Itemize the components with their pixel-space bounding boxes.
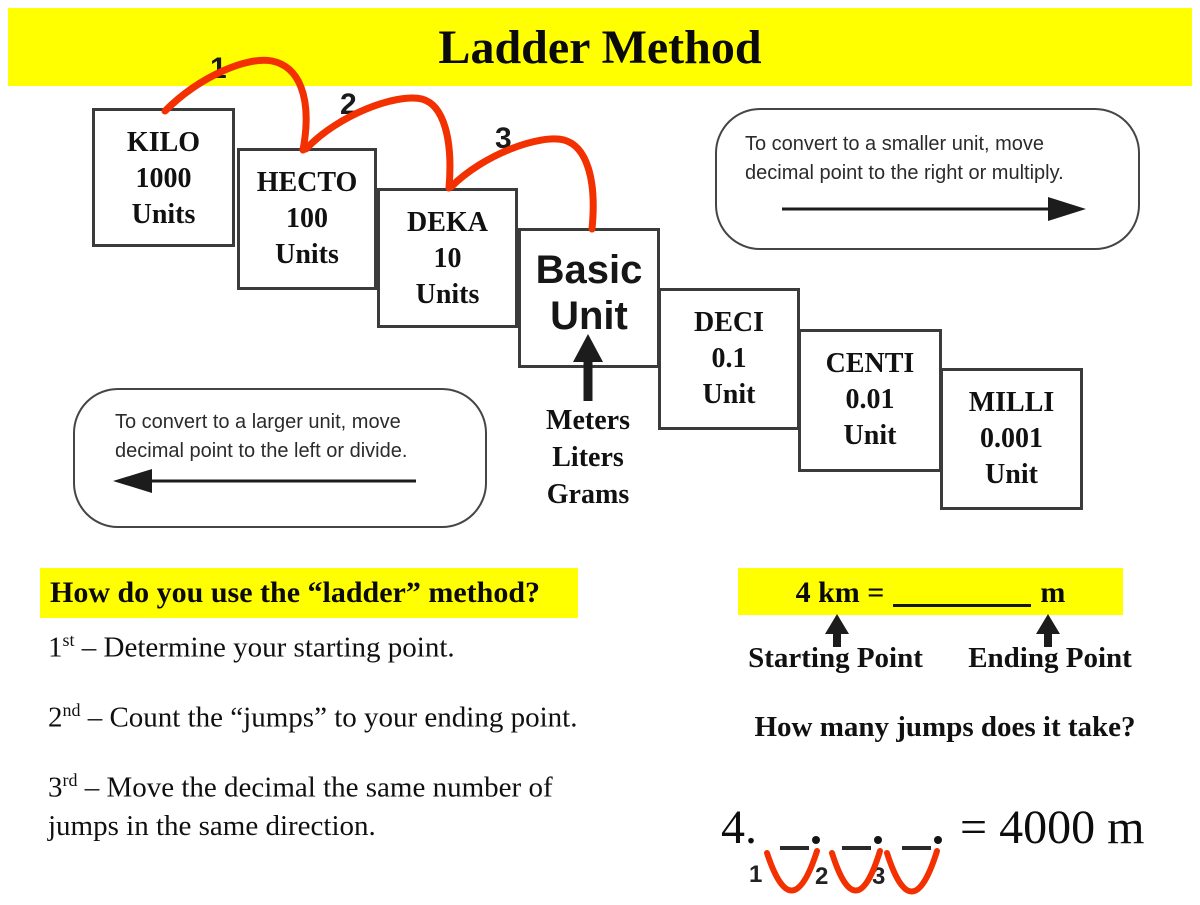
decimal-point-dot	[812, 836, 820, 844]
step3-text: – Move the decimal the same number of	[77, 771, 553, 804]
howto-heading: How do you use the “ladder” method?	[50, 576, 541, 609]
box-unit: Unit	[985, 459, 1038, 490]
problem-bar: 4 km = m	[738, 568, 1123, 615]
box-unit: Unit	[550, 294, 628, 338]
box-value: 0.01	[845, 384, 895, 415]
box-name: MILLI	[968, 387, 1055, 418]
work-result: = 4000 m	[960, 801, 1145, 854]
work-jump-arc-3	[884, 848, 940, 895]
ladder-box-milli: MILLI 0.001 Unit	[940, 368, 1083, 510]
box-value: 0.1	[711, 343, 747, 374]
work-start: 4.	[721, 801, 757, 854]
ladder-box-hecto: HECTO 100 Units	[237, 148, 377, 290]
box-value: 100	[286, 203, 328, 234]
decimal-slot-3	[902, 826, 942, 852]
jump-label-3: 3	[495, 122, 512, 155]
work-jump-3: 3	[872, 863, 886, 890]
work-jump-2: 2	[815, 863, 829, 890]
step1-suffix: st	[62, 630, 75, 650]
larger-callout-line1: To convert to a larger unit, move	[115, 411, 401, 433]
problem-lhs: 4 km =	[795, 576, 885, 609]
answer-blank	[893, 603, 1032, 607]
slot-dash	[842, 846, 871, 850]
decimal-slot-1	[780, 826, 820, 852]
box-name: DEKA	[407, 207, 488, 238]
box-unit: Unit	[702, 379, 756, 410]
title-banner: Ladder Method	[8, 8, 1192, 86]
smaller-unit-callout: To convert to a smaller unit, move decim…	[715, 108, 1140, 250]
slot-dash	[902, 846, 931, 850]
slot-dash	[780, 846, 809, 850]
box-name: KILO	[126, 127, 201, 158]
howto-step-3: 3rd – Move the decimal the same number o…	[48, 770, 553, 805]
ladder-box-deka: DEKA 10 Units	[377, 188, 518, 328]
page-title: Ladder Method	[438, 20, 762, 74]
starting-point-label: Starting Point	[748, 642, 923, 674]
problem-unit: m	[1040, 576, 1066, 609]
howto-heading-bar: How do you use the “ladder” method?	[40, 568, 578, 618]
box-unit: Unit	[843, 420, 897, 451]
ladder-box-deci: DECI 0.1 Unit	[658, 288, 800, 430]
box-unit: Units	[131, 199, 196, 230]
howto-step-1: 1st – Determine your starting point.	[48, 630, 455, 665]
step2-ordinal: 2	[48, 701, 63, 734]
box-value: 10	[433, 243, 462, 274]
decimal-point-dot	[874, 836, 882, 844]
example-liters: Liters	[552, 442, 624, 473]
work-jump-arc-1	[764, 848, 820, 894]
step3-suffix: rd	[62, 770, 78, 790]
box-value: 1000	[135, 163, 192, 194]
smaller-callout-line2: decimal point to the right or multiply.	[745, 162, 1064, 184]
box-value: 0.001	[980, 423, 1043, 454]
larger-callout-line2: decimal point to the left or divide.	[115, 440, 408, 462]
work-jump-1: 1	[749, 861, 763, 888]
jump-label-1: 1	[210, 52, 227, 85]
step3-ordinal: 3	[48, 771, 63, 804]
jump-label-2: 2	[340, 88, 357, 121]
ladder-box-kilo: KILO 1000 Units	[92, 108, 235, 247]
box-unit: Units	[275, 239, 339, 270]
decimal-point-dot	[934, 836, 942, 844]
step2-text: – Count the “jumps” to your ending point…	[80, 701, 578, 734]
box-name: CENTI	[825, 348, 915, 379]
decimal-slot-2	[842, 826, 882, 852]
basic-unit-examples: Meters Liters Grams	[518, 402, 658, 513]
ending-point-label: Ending Point	[968, 642, 1132, 674]
jumps-question: How many jumps does it take?	[754, 711, 1136, 743]
box-name: DECI	[693, 307, 764, 338]
box-unit: Units	[415, 279, 480, 310]
howto-step-3-cont: jumps in the same direction.	[48, 810, 376, 842]
smaller-callout-line1: To convert to a smaller unit, move	[745, 133, 1045, 155]
ladder-box-basic-unit: Basic Unit	[518, 228, 660, 368]
box-name: Basic	[535, 248, 643, 292]
example-meters: Meters	[546, 405, 630, 436]
step1-text: – Determine your starting point.	[74, 631, 455, 664]
step1-ordinal: 1	[48, 631, 63, 664]
larger-unit-callout: To convert to a larger unit, move decima…	[73, 388, 487, 528]
box-name: HECTO	[256, 167, 358, 198]
step2-suffix: nd	[62, 700, 81, 720]
howto-step-2: 2nd – Count the “jumps” to your ending p…	[48, 700, 577, 735]
example-grams: Grams	[546, 479, 630, 510]
ladder-box-centi: CENTI 0.01 Unit	[798, 329, 942, 472]
